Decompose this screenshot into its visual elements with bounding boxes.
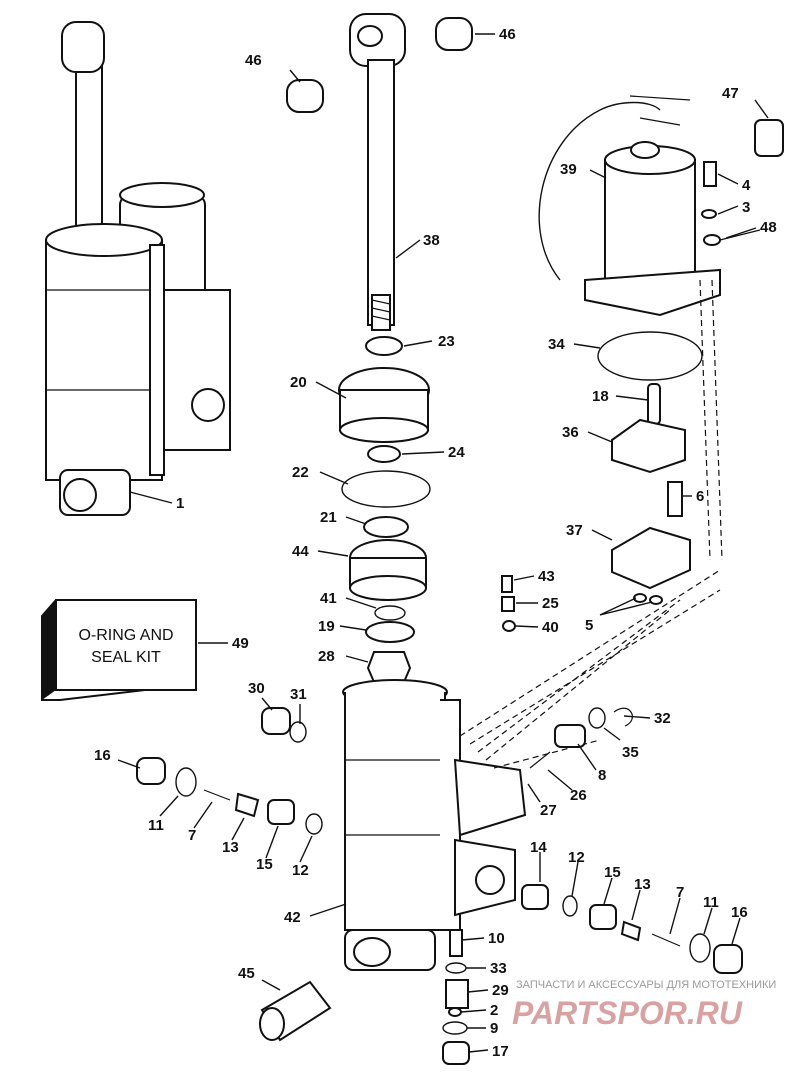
callout-46: 46 [245,52,262,69]
callout-29: 29 [492,982,509,999]
screw-4-washer-3-drawing [701,161,761,246]
callout-35: 35 [622,744,639,761]
callout-33: 33 [490,960,507,977]
callout-15: 15 [604,864,621,881]
callout-37: 37 [566,522,583,539]
callout-5: 5 [585,617,593,634]
callout-11: 11 [148,817,164,834]
callout-38: 38 [423,232,440,249]
callout-49: 49 [232,635,249,652]
complete-trim-unit-drawing [45,21,231,516]
callout-11: 11 [703,894,719,911]
callout-46: 46 [499,26,516,43]
kit-box-line1: O-RING AND [78,627,173,644]
callout-41: 41 [320,590,337,607]
callout-12: 12 [292,862,309,879]
bottom-parts-drawing [259,929,470,1065]
callout-28: 28 [318,648,335,665]
check-valve-small-parts-drawing [501,575,516,632]
callout-32: 32 [654,710,671,727]
trim-rod-drawing [349,13,406,331]
callout-9: 9 [490,1020,498,1037]
kit-box-line2: SEAL KIT [91,649,161,666]
bushing-46-drawing [286,17,473,113]
callout-42: 42 [284,909,301,926]
motor-drawing [538,95,784,317]
watermark-logo: PARTSPOR.RU [512,995,743,1031]
callout-40: 40 [542,619,559,636]
cylinder-housing-drawing [342,279,723,971]
callout-34: 34 [548,336,565,353]
callout-3: 3 [742,199,750,216]
callout-16: 16 [94,747,111,764]
valve-body-parts-drawing [597,331,703,605]
callout-14: 14 [530,839,547,856]
callout-17: 17 [492,1043,509,1060]
callout-43: 43 [538,568,555,585]
callout-24: 24 [448,444,465,461]
center-seal-stack-drawing [338,336,431,683]
callout-12: 12 [568,849,585,866]
callout-10: 10 [488,930,505,947]
callout-6: 6 [696,488,704,505]
callout-7: 7 [188,827,196,844]
callout-13: 13 [222,839,239,856]
callout-2: 2 [490,1002,498,1019]
callout-48: 48 [760,219,777,236]
callout-27: 27 [540,802,557,819]
callout-4: 4 [742,177,751,194]
callout-labels: 46 46 47 39 4 3 48 38 23 34 20 18 36 24 … [94,26,777,1060]
watermark-tagline: ЗАПЧАСТИ И АКСЕССУАРЫ ДЛЯ МОТОТЕХНИКИ [516,979,776,991]
callout-19: 19 [318,618,335,635]
callout-44: 44 [292,543,309,560]
callout-26: 26 [570,787,587,804]
callout-31: 31 [290,686,307,703]
callout-8: 8 [598,767,606,784]
callout-7: 7 [676,884,684,901]
callout-47: 47 [722,85,739,102]
left-fittings-drawing [136,707,323,835]
callout-1: 1 [176,495,184,512]
callout-39: 39 [560,161,577,178]
callout-13: 13 [634,876,651,893]
leader-lines [117,33,769,1053]
callout-15: 15 [256,856,273,873]
watermark: ЗАПЧАСТИ И АКСЕССУАРЫ ДЛЯ МОТОТЕХНИКИ PA… [512,979,776,1031]
callout-18: 18 [592,388,609,405]
callout-21: 21 [320,509,337,526]
callout-30: 30 [248,680,265,697]
callout-22: 22 [292,464,309,481]
callout-16: 16 [731,904,748,921]
callout-36: 36 [562,424,579,441]
callout-23: 23 [438,333,455,350]
seal-kit-box: O-RING AND SEAL KIT [41,599,197,701]
callout-20: 20 [290,374,307,391]
callout-45: 45 [238,965,255,982]
callout-25: 25 [542,595,559,612]
right-fittings-drawing [521,707,743,974]
